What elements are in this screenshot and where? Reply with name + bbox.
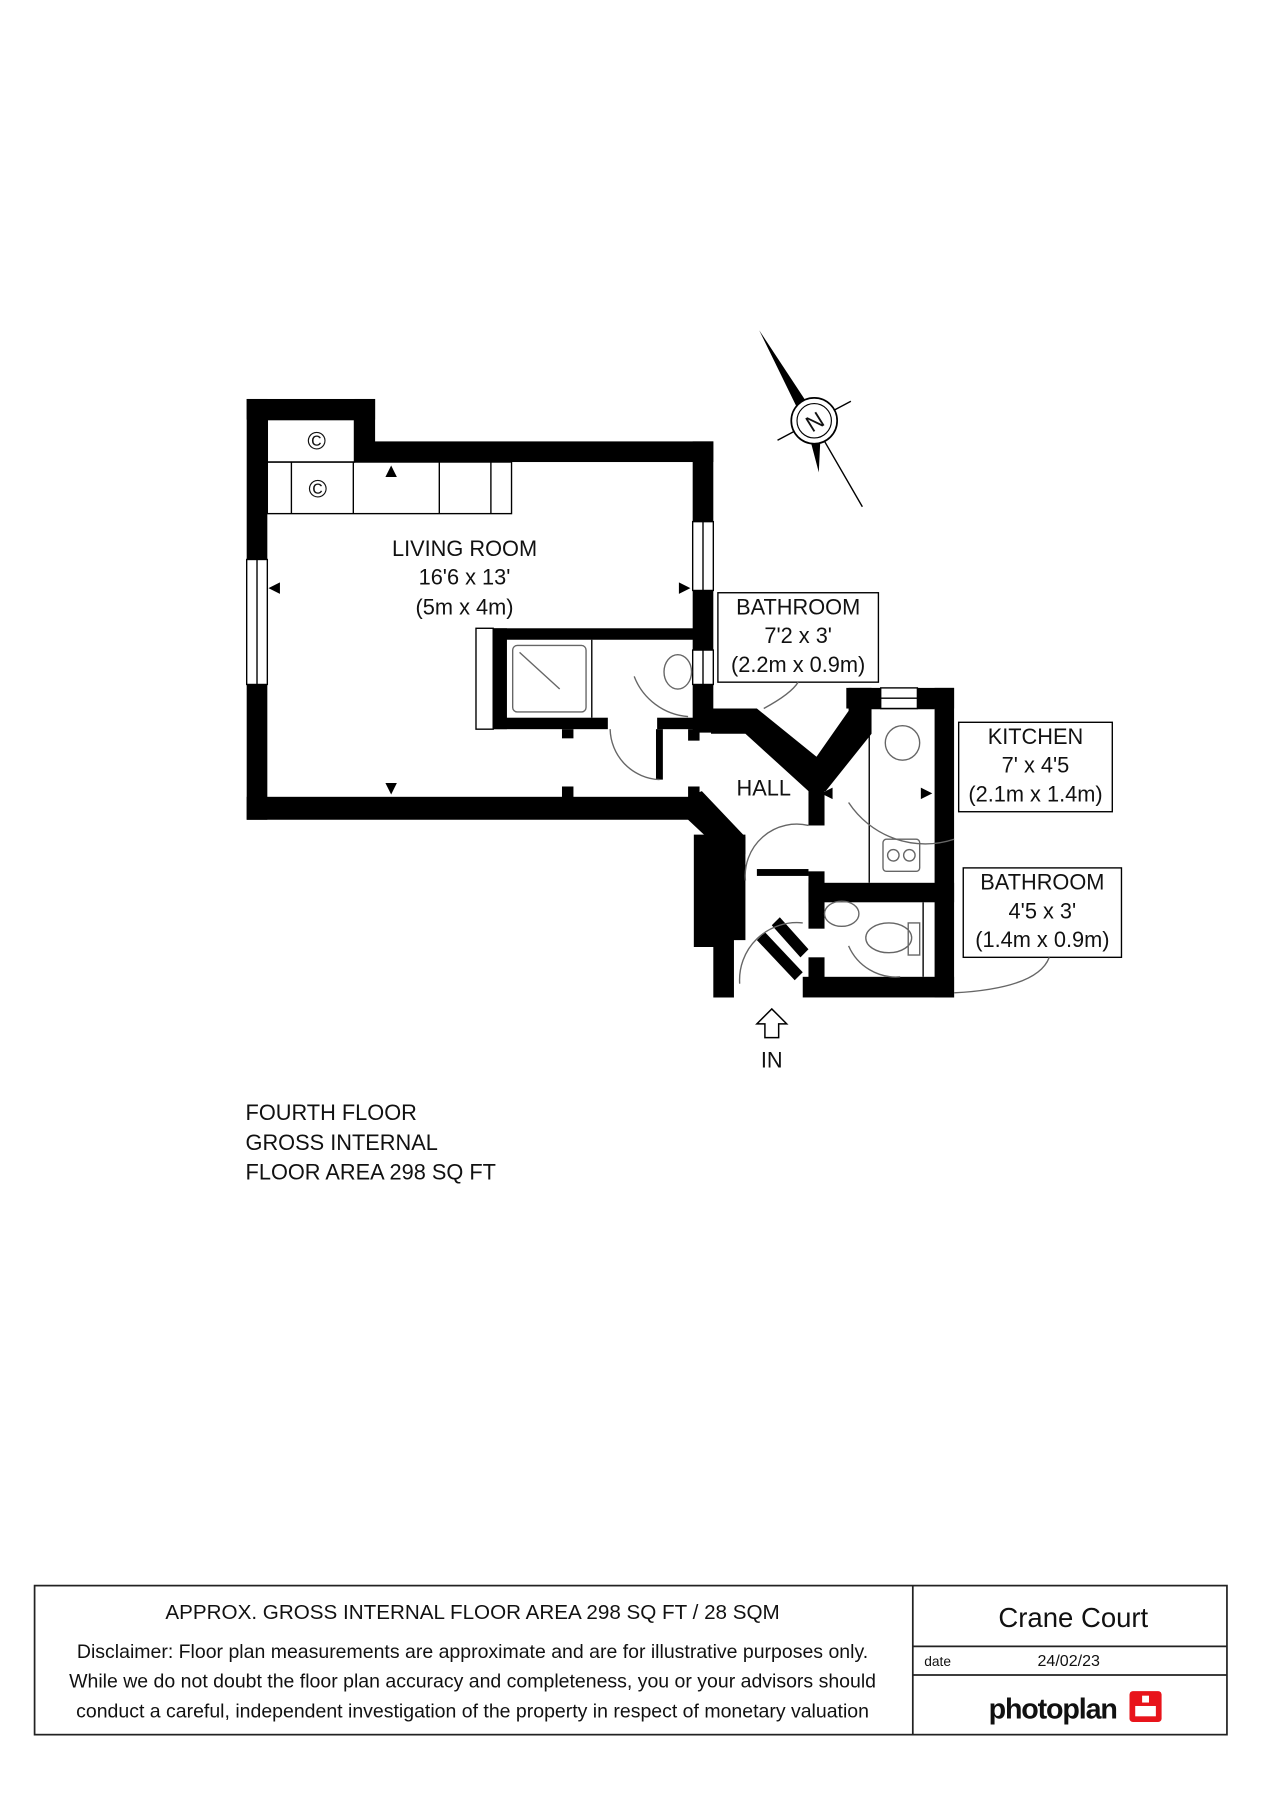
footer-panel: APPROX. GROSS INTERNAL FLOOR AREA 298 SQ… [33,1584,1228,1736]
door-swing [738,921,803,984]
cylinder-icon: © [307,427,326,455]
hob [882,838,921,873]
photoplan-logo: photoplan [989,1694,1117,1726]
svg-text:LIVING ROOM: LIVING ROOM [392,536,537,561]
svg-text:(2.1m x 1.4m): (2.1m x 1.4m) [968,781,1102,806]
svg-text:(5m x 4m): (5m x 4m) [416,595,514,620]
property-name: Crane Court [998,1602,1148,1633]
svg-text:BATHROOM: BATHROOM [980,870,1104,895]
bathroom-basin [823,900,860,928]
bathroom-2-label: BATHROOM 4'5 x 3' (1.4m x 0.9m) [954,867,1123,994]
svg-text:16'6 x 13': 16'6 x 13' [419,565,511,590]
area-title: APPROX. GROSS INTERNAL FLOOR AREA 298 SQ… [165,1601,779,1624]
date-label: date [924,1654,951,1669]
disclaimer-line: Disclaimer: Floor plan measurements are … [77,1641,868,1663]
wash-basin [663,653,693,690]
floor-summary: FOURTH FLOOR GROSS INTERNAL FLOOR AREA 2… [246,1100,496,1185]
hall-label: HALL [737,776,791,801]
cylinder-icon: © [308,476,327,504]
entrance-label: IN [761,1047,783,1072]
svg-text:7' x 4'5: 7' x 4'5 [1002,753,1070,778]
svg-text:GROSS INTERNAL: GROSS INTERNAL [246,1130,438,1155]
windows [246,520,919,710]
door-swing [744,823,809,881]
svg-text:7'2 x 3': 7'2 x 3' [764,623,832,648]
svg-text:(2.2m x 0.9m): (2.2m x 0.9m) [731,652,865,677]
fittings: © © [266,418,955,984]
photoplan-logo-icon [1129,1691,1162,1723]
compass-icon: N [759,330,863,508]
svg-text:FOURTH FLOOR: FOURTH FLOOR [246,1100,417,1125]
door-swing [609,729,660,781]
kitchen-label: KITCHEN 7' x 4'5 (2.1m x 1.4m) [957,721,1113,813]
entrance-arrow-icon: IN [755,1007,789,1072]
disclaimer-line: conduct a careful, independent investiga… [76,1700,869,1722]
svg-text:BATHROOM: BATHROOM [736,595,860,620]
shower-tray [511,644,587,713]
living-room-label: LIVING ROOM 16'6 x 13' (5m x 4m) [392,536,537,619]
date-value: 24/02/23 [1037,1652,1100,1670]
walls [246,398,955,998]
bathroom-label: BATHROOM 7'2 x 3' (2.2m x 0.9m) [717,592,880,710]
toilet [865,922,913,954]
svg-text:(1.4m x 0.9m): (1.4m x 0.9m) [975,927,1109,952]
kitchen-sink [884,725,921,761]
svg-text:KITCHEN: KITCHEN [988,724,1084,749]
disclaimer-line: While we do not doubt the floor plan acc… [69,1671,876,1693]
svg-text:FLOOR AREA 298 SQ FT: FLOOR AREA 298 SQ FT [246,1160,496,1185]
svg-text:4'5 x 3': 4'5 x 3' [1009,898,1077,923]
